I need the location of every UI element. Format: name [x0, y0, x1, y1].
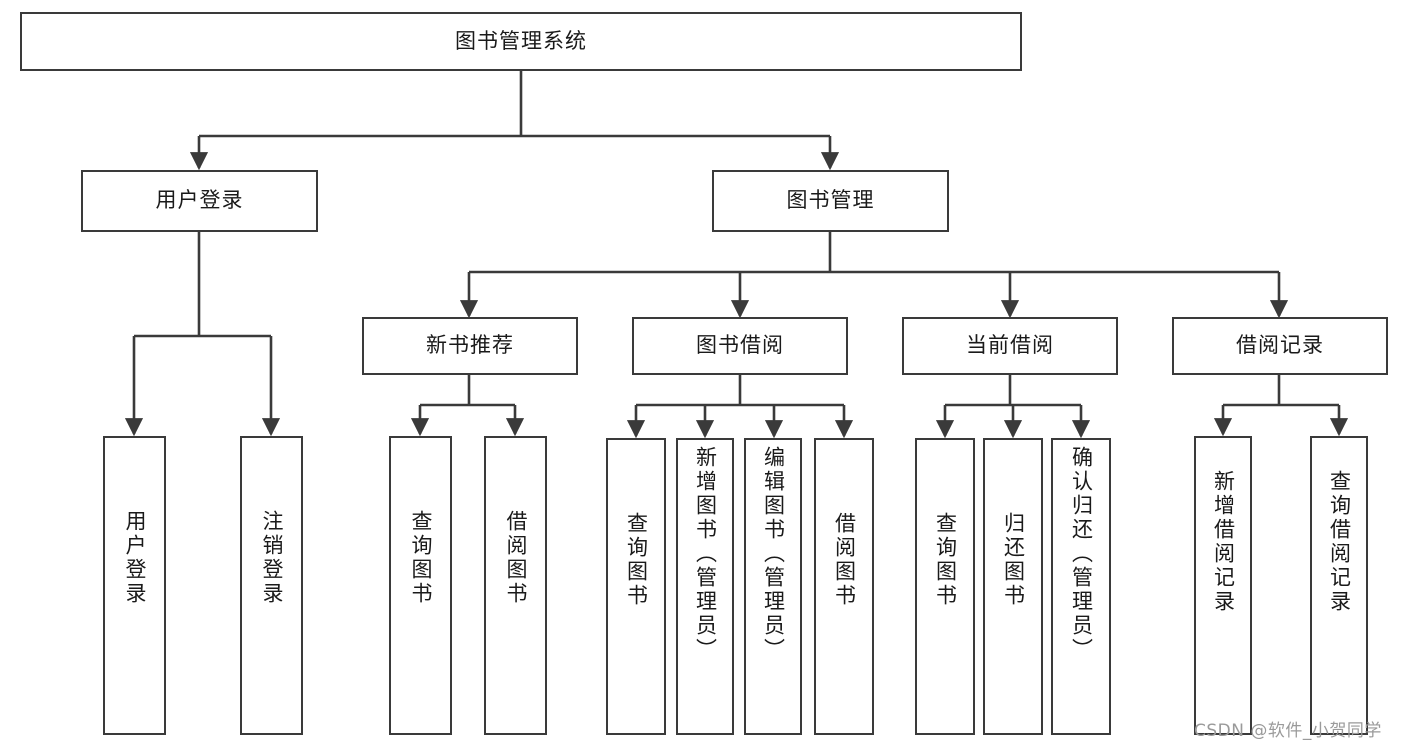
node-leaf-confirm-return-label: 确认归还（管理员） — [1069, 446, 1094, 662]
node-leaf-add-record[interactable]: 新增借阅记录 — [1194, 436, 1252, 735]
node-root-label: 图书管理系统 — [455, 28, 587, 53]
node-book-management-label: 图书管理 — [786, 188, 875, 213]
node-leaf-add-book[interactable]: 新增图书（管理员） — [676, 438, 734, 735]
node-user-login[interactable]: 用户登录 — [81, 170, 318, 232]
node-leaf-query-book-3-label: 查询图书 — [933, 512, 958, 608]
node-user-login-label: 用户登录 — [155, 188, 244, 213]
csdn-watermark: CSDN @软件_小贺同学 — [1194, 721, 1382, 741]
node-leaf-return-book-label: 归还图书 — [1001, 512, 1026, 608]
node-leaf-query-book-1-label: 查询图书 — [408, 510, 433, 606]
node-leaf-logout-login-label: 注销登录 — [259, 510, 284, 606]
node-borrow-record[interactable]: 借阅记录 — [1172, 317, 1388, 375]
node-book-management[interactable]: 图书管理 — [712, 170, 949, 232]
node-leaf-borrow-book-2[interactable]: 借阅图书 — [814, 438, 874, 735]
node-book-borrow[interactable]: 图书借阅 — [632, 317, 848, 375]
node-leaf-edit-book-label: 编辑图书（管理员） — [761, 446, 786, 662]
node-leaf-borrow-book-2-label: 借阅图书 — [832, 512, 857, 608]
node-leaf-add-record-label: 新增借阅记录 — [1211, 470, 1236, 614]
node-leaf-user-login-label: 用户登录 — [122, 510, 147, 606]
node-new-book-recommend-label: 新书推荐 — [426, 333, 514, 358]
node-new-book-recommend[interactable]: 新书推荐 — [362, 317, 578, 375]
node-leaf-borrow-book-1[interactable]: 借阅图书 — [484, 436, 547, 735]
node-leaf-confirm-return[interactable]: 确认归还（管理员） — [1051, 438, 1111, 735]
node-current-borrow-label: 当前借阅 — [966, 333, 1054, 358]
node-leaf-query-record[interactable]: 查询借阅记录 — [1310, 436, 1368, 735]
node-root[interactable]: 图书管理系统 — [20, 12, 1022, 71]
node-leaf-query-book-3[interactable]: 查询图书 — [915, 438, 975, 735]
node-leaf-borrow-book-1-label: 借阅图书 — [503, 510, 528, 606]
node-leaf-query-book-2-label: 查询图书 — [624, 512, 649, 608]
node-leaf-edit-book[interactable]: 编辑图书（管理员） — [744, 438, 802, 735]
node-book-borrow-label: 图书借阅 — [696, 333, 784, 358]
node-leaf-add-book-label: 新增图书（管理员） — [693, 446, 718, 662]
node-leaf-user-login[interactable]: 用户登录 — [103, 436, 166, 735]
node-leaf-return-book[interactable]: 归还图书 — [983, 438, 1043, 735]
node-current-borrow[interactable]: 当前借阅 — [902, 317, 1118, 375]
node-leaf-query-book-1[interactable]: 查询图书 — [389, 436, 452, 735]
node-borrow-record-label: 借阅记录 — [1236, 333, 1324, 358]
node-leaf-logout-login[interactable]: 注销登录 — [240, 436, 303, 735]
node-leaf-query-record-label: 查询借阅记录 — [1327, 470, 1352, 614]
node-leaf-query-book-2[interactable]: 查询图书 — [606, 438, 666, 735]
